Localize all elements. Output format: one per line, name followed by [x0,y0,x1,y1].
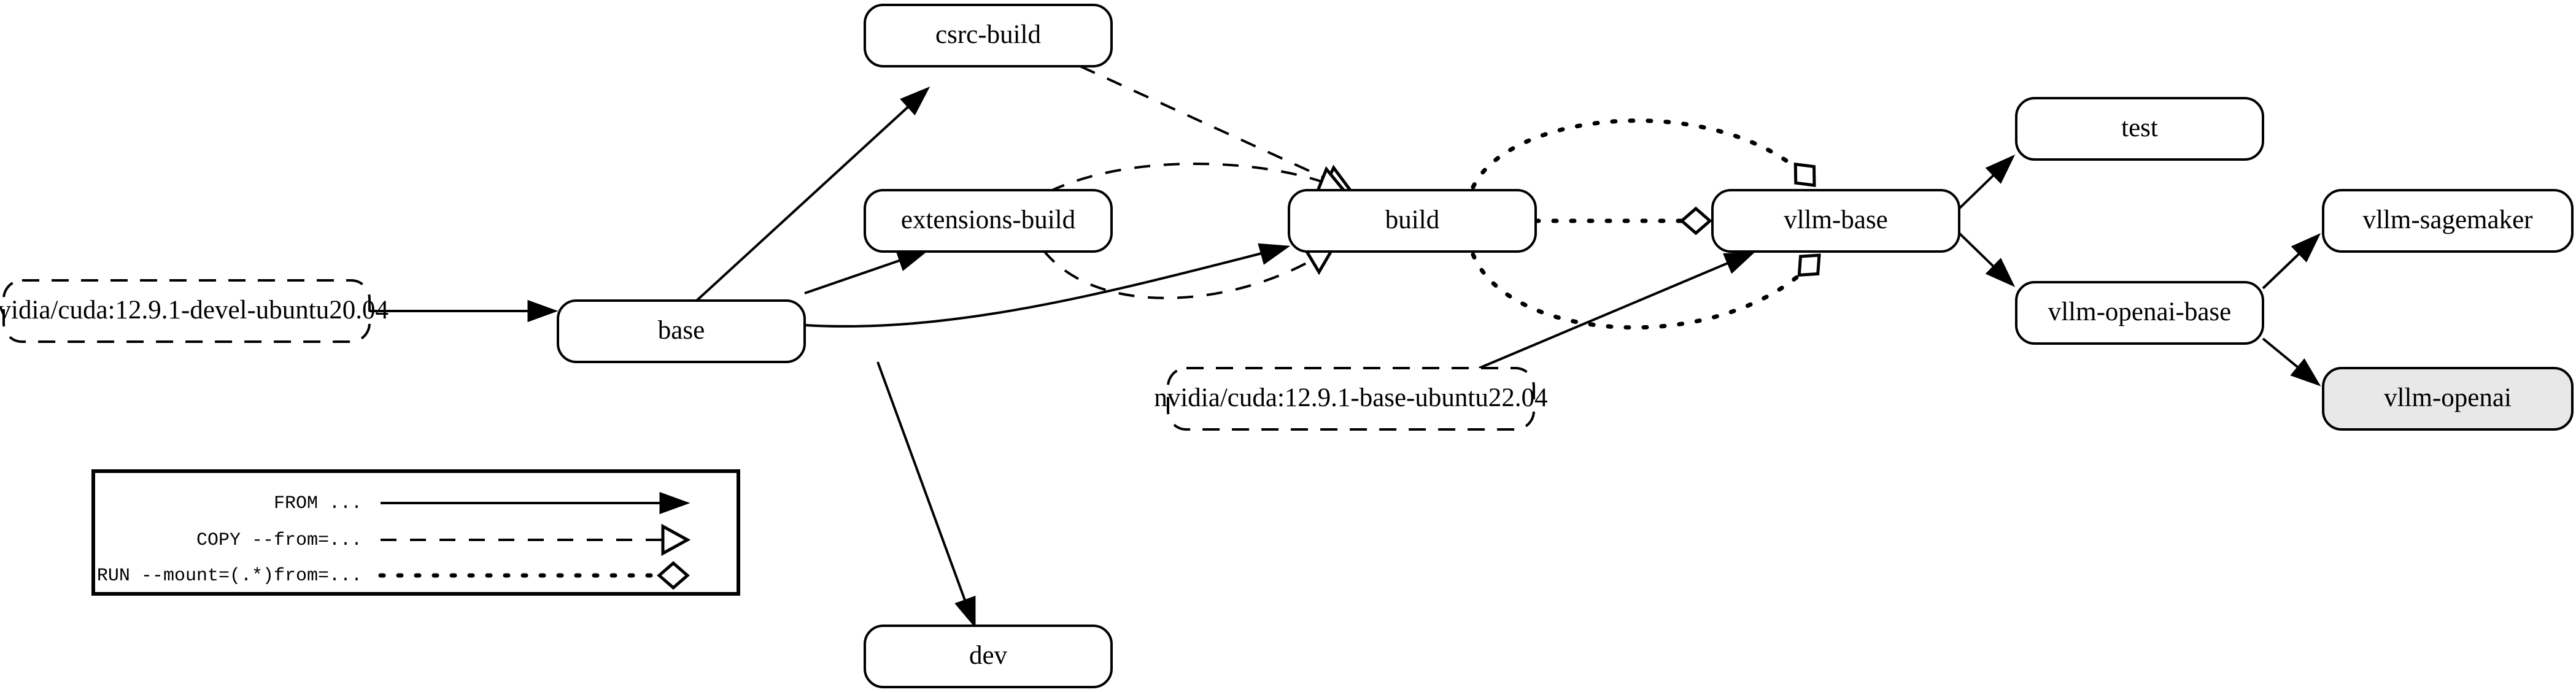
node-box-base[interactable] [557,299,806,363]
node-vllm-openai[interactable]: vllm-openai [2322,367,2574,431]
legend-label-from: FROM ... [274,493,362,514]
node-box-cuda-base[interactable] [1167,367,1535,431]
edge-e5-arrowhead-filled [954,596,976,629]
edge-vllm-base-to-test [1958,154,2016,210]
node-label-csrc-build: csrc-build [935,20,1041,49]
edge-path-run [1471,118,1807,190]
node-vllm-base[interactable]: vllm-base [1711,189,1960,253]
node-label-vllm-openai: vllm-openai [2384,383,2512,412]
legend-row-run: RUN --mount=(.*)from=... [97,561,690,590]
node-label-base: base [658,316,705,345]
edge-e15-arrowhead-filled [2291,233,2321,263]
edge-vllm-openai-base-to-vllm-sagemaker [2262,233,2321,290]
edge-base-to-csrc-build [695,87,930,302]
edge-path-from [804,255,912,294]
edge-build-to-vllm-base [1471,252,1821,330]
edge-e14-arrowhead-filled [1985,258,2016,288]
edge-e10-arrowhead-open-diamond [1679,206,1712,236]
node-label-vllm-base: vllm-base [1784,206,1888,234]
edge-e13-arrowhead-filled [1985,154,2016,184]
edge-path-from [804,249,1274,328]
node-label-vllm-sagemaker: vllm-sagemaker [2362,206,2532,234]
legend-row-from: FROM ... [274,491,690,515]
node-box-cuda-devel[interactable] [2,279,371,343]
edge-path-from [876,361,971,614]
edge-e3-arrowhead-filled [895,250,929,271]
node-box-vllm-openai-base[interactable] [2015,281,2264,345]
node-dev[interactable]: dev [864,625,1113,688]
node-box-vllm-openai[interactable] [2322,367,2574,431]
node-box-extensions-build[interactable] [864,189,1113,253]
node-test[interactable]: test [2015,97,2264,161]
edge-base-to-dev [876,361,976,629]
legend-from-arrowhead-filled [659,491,690,515]
node-csrc-build[interactable]: csrc-build [864,4,1113,67]
edge-e4-arrowhead-filled [1258,243,1291,265]
edge-cuda-base-to-vllm-base [1479,252,1756,369]
node-cuda-base[interactable]: nvidia/cuda:12.9.1-base-ubuntu22.04 [1154,367,1548,431]
legend-run-arrowhead-open-diamond [657,561,690,590]
edge-e9-arrowhead-filled [1723,252,1756,274]
edge-build-to-vllm-base [1471,118,1816,190]
edge-base-to-extensions-build [804,250,929,294]
node-box-dev[interactable] [864,625,1113,688]
node-label-build: build [1385,206,1439,234]
node-box-test[interactable] [2015,97,2264,161]
edge-e1-arrowhead-filled [527,299,559,323]
edge-path-copy [1049,163,1329,193]
edge-style-legend: FROM ... COPY --from=... RUN --mount=(.*)f… [91,469,740,596]
node-box-build[interactable] [1288,189,1537,253]
node-vllm-sagemaker[interactable]: vllm-sagemaker [2322,189,2574,253]
node-box-csrc-build[interactable] [864,4,1113,67]
edge-build-to-vllm-base [1533,206,1712,236]
node-build[interactable]: build [1288,189,1537,253]
node-label-cuda-devel: nvidia/cuda:12.9.1-devel-ubuntu20.04 [0,296,389,325]
edge-csrc-build-to-build [1080,65,1353,194]
edge-e11-arrowhead-open-diamond [1793,162,1816,187]
node-vllm-openai-base[interactable]: vllm-openai-base [2015,281,2264,345]
node-extensions-build[interactable]: extensions-build [864,189,1113,253]
edge-path-run [1471,252,1813,330]
edge-base-to-build [804,243,1291,328]
edge-e16-arrowhead-filled [2290,358,2321,386]
node-label-cuda-base: nvidia/cuda:12.9.1-base-ubuntu22.04 [1154,383,1547,412]
nodes-layer: nvidia/cuda:12.9.1-devel-ubuntu20.04 base… [0,4,2574,688]
node-label-dev: dev [969,641,1008,670]
node-box-vllm-base[interactable] [1711,189,1960,253]
legend-row-copy: COPY --from=... [196,523,691,556]
edges-layer [369,65,2321,629]
edge-vllm-base-to-vllm-openai-base [1958,232,2016,288]
legend-copy-arrowhead-open-triangle [661,523,691,556]
edge-path-copy [1042,249,1320,299]
node-base[interactable]: base [557,299,806,363]
edge-path-from [1479,256,1741,369]
node-label-vllm-openai-base: vllm-openai-base [2048,298,2232,326]
legend-label-copy: COPY --from=... [196,530,362,551]
node-label-extensions-build: extensions-build [901,206,1075,234]
edge-e2-arrowhead-filled [900,87,930,116]
legend-label-run: RUN --mount=(.*)from=... [97,566,362,586]
edge-path-copy [1080,65,1339,185]
edge-cuda-devel-to-base [369,299,559,323]
node-label-test: test [2121,113,2158,142]
node-cuda-devel[interactable]: nvidia/cuda:12.9.1-devel-ubuntu20.04 [0,279,389,343]
node-box-vllm-sagemaker[interactable] [2322,189,2574,253]
edge-path-from [695,97,919,302]
edge-vllm-openai-base-to-vllm-openai [2262,337,2321,386]
edge-e12-arrowhead-open-diamond [1797,253,1821,277]
